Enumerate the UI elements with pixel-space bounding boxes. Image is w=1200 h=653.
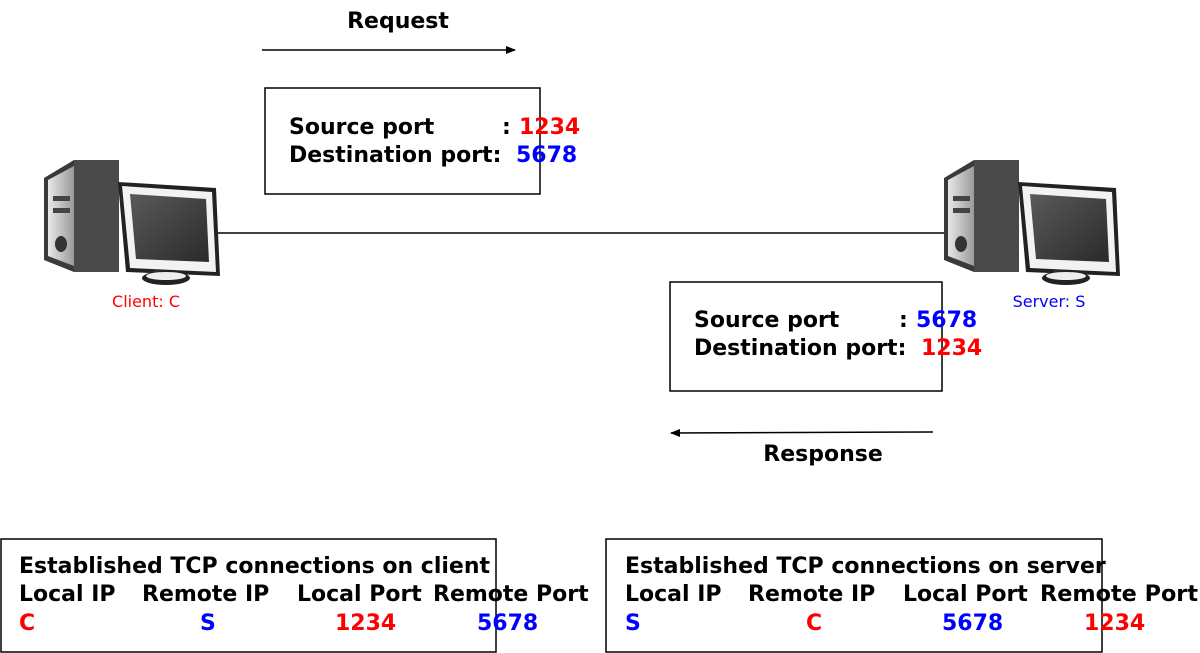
response-source-port-label: Source port	[694, 308, 840, 333]
response-dest-port-label: Destination port:	[694, 336, 906, 361]
server-header-remote-port: Remote Port	[1040, 582, 1198, 607]
response-label: Response	[763, 442, 883, 467]
response-packet-box: Source port : 5678 Destination port: 123…	[669, 281, 982, 392]
response-arrow	[670, 428, 934, 437]
request-dest-port-value: 5678	[516, 143, 577, 168]
server-computer-icon	[944, 160, 1120, 285]
client-row-local-ip: C	[19, 611, 35, 636]
client-label: Client: C	[112, 292, 180, 311]
client-table-title: Established TCP connections on client	[19, 554, 491, 579]
request-dest-port-label: Destination port:	[289, 143, 501, 168]
client-computer-icon	[44, 160, 220, 285]
response-source-port-value: 5678	[916, 308, 977, 333]
client-row-remote-port: 5678	[477, 611, 538, 636]
server-row-remote-port: 1234	[1084, 611, 1145, 636]
server-connections-table: Established TCP connections on server Lo…	[605, 538, 1198, 653]
request-source-port-value: 1234	[519, 115, 580, 140]
response-dest-port-value: 1234	[921, 336, 982, 361]
client-row-remote-ip: S	[200, 611, 216, 636]
request-packet-box: Source port : 1234 Destination port: 567…	[264, 87, 580, 195]
server-header-local-port: Local Port	[903, 582, 1028, 607]
client-row-local-port: 1234	[335, 611, 396, 636]
request-label: Request	[347, 9, 449, 34]
server-row-local-port: 5678	[942, 611, 1003, 636]
request-source-port-label: Source port	[289, 115, 435, 140]
client-header-local-ip: Local IP	[19, 582, 116, 607]
server-label: Server: S	[1013, 292, 1086, 311]
server-row-remote-ip: C	[806, 611, 822, 636]
client-connections-table: Established TCP connections on client Lo…	[0, 538, 589, 653]
server-table-title: Established TCP connections on server	[625, 554, 1106, 579]
request-source-colon: :	[502, 115, 511, 140]
server-header-local-ip: Local IP	[625, 582, 722, 607]
client-header-local-port: Local Port	[297, 582, 422, 607]
response-source-colon: :	[899, 308, 908, 333]
server-row-local-ip: S	[625, 611, 641, 636]
client-header-remote-ip: Remote IP	[142, 582, 269, 607]
client-header-remote-port: Remote Port	[433, 582, 589, 607]
server-header-remote-ip: Remote IP	[748, 582, 875, 607]
